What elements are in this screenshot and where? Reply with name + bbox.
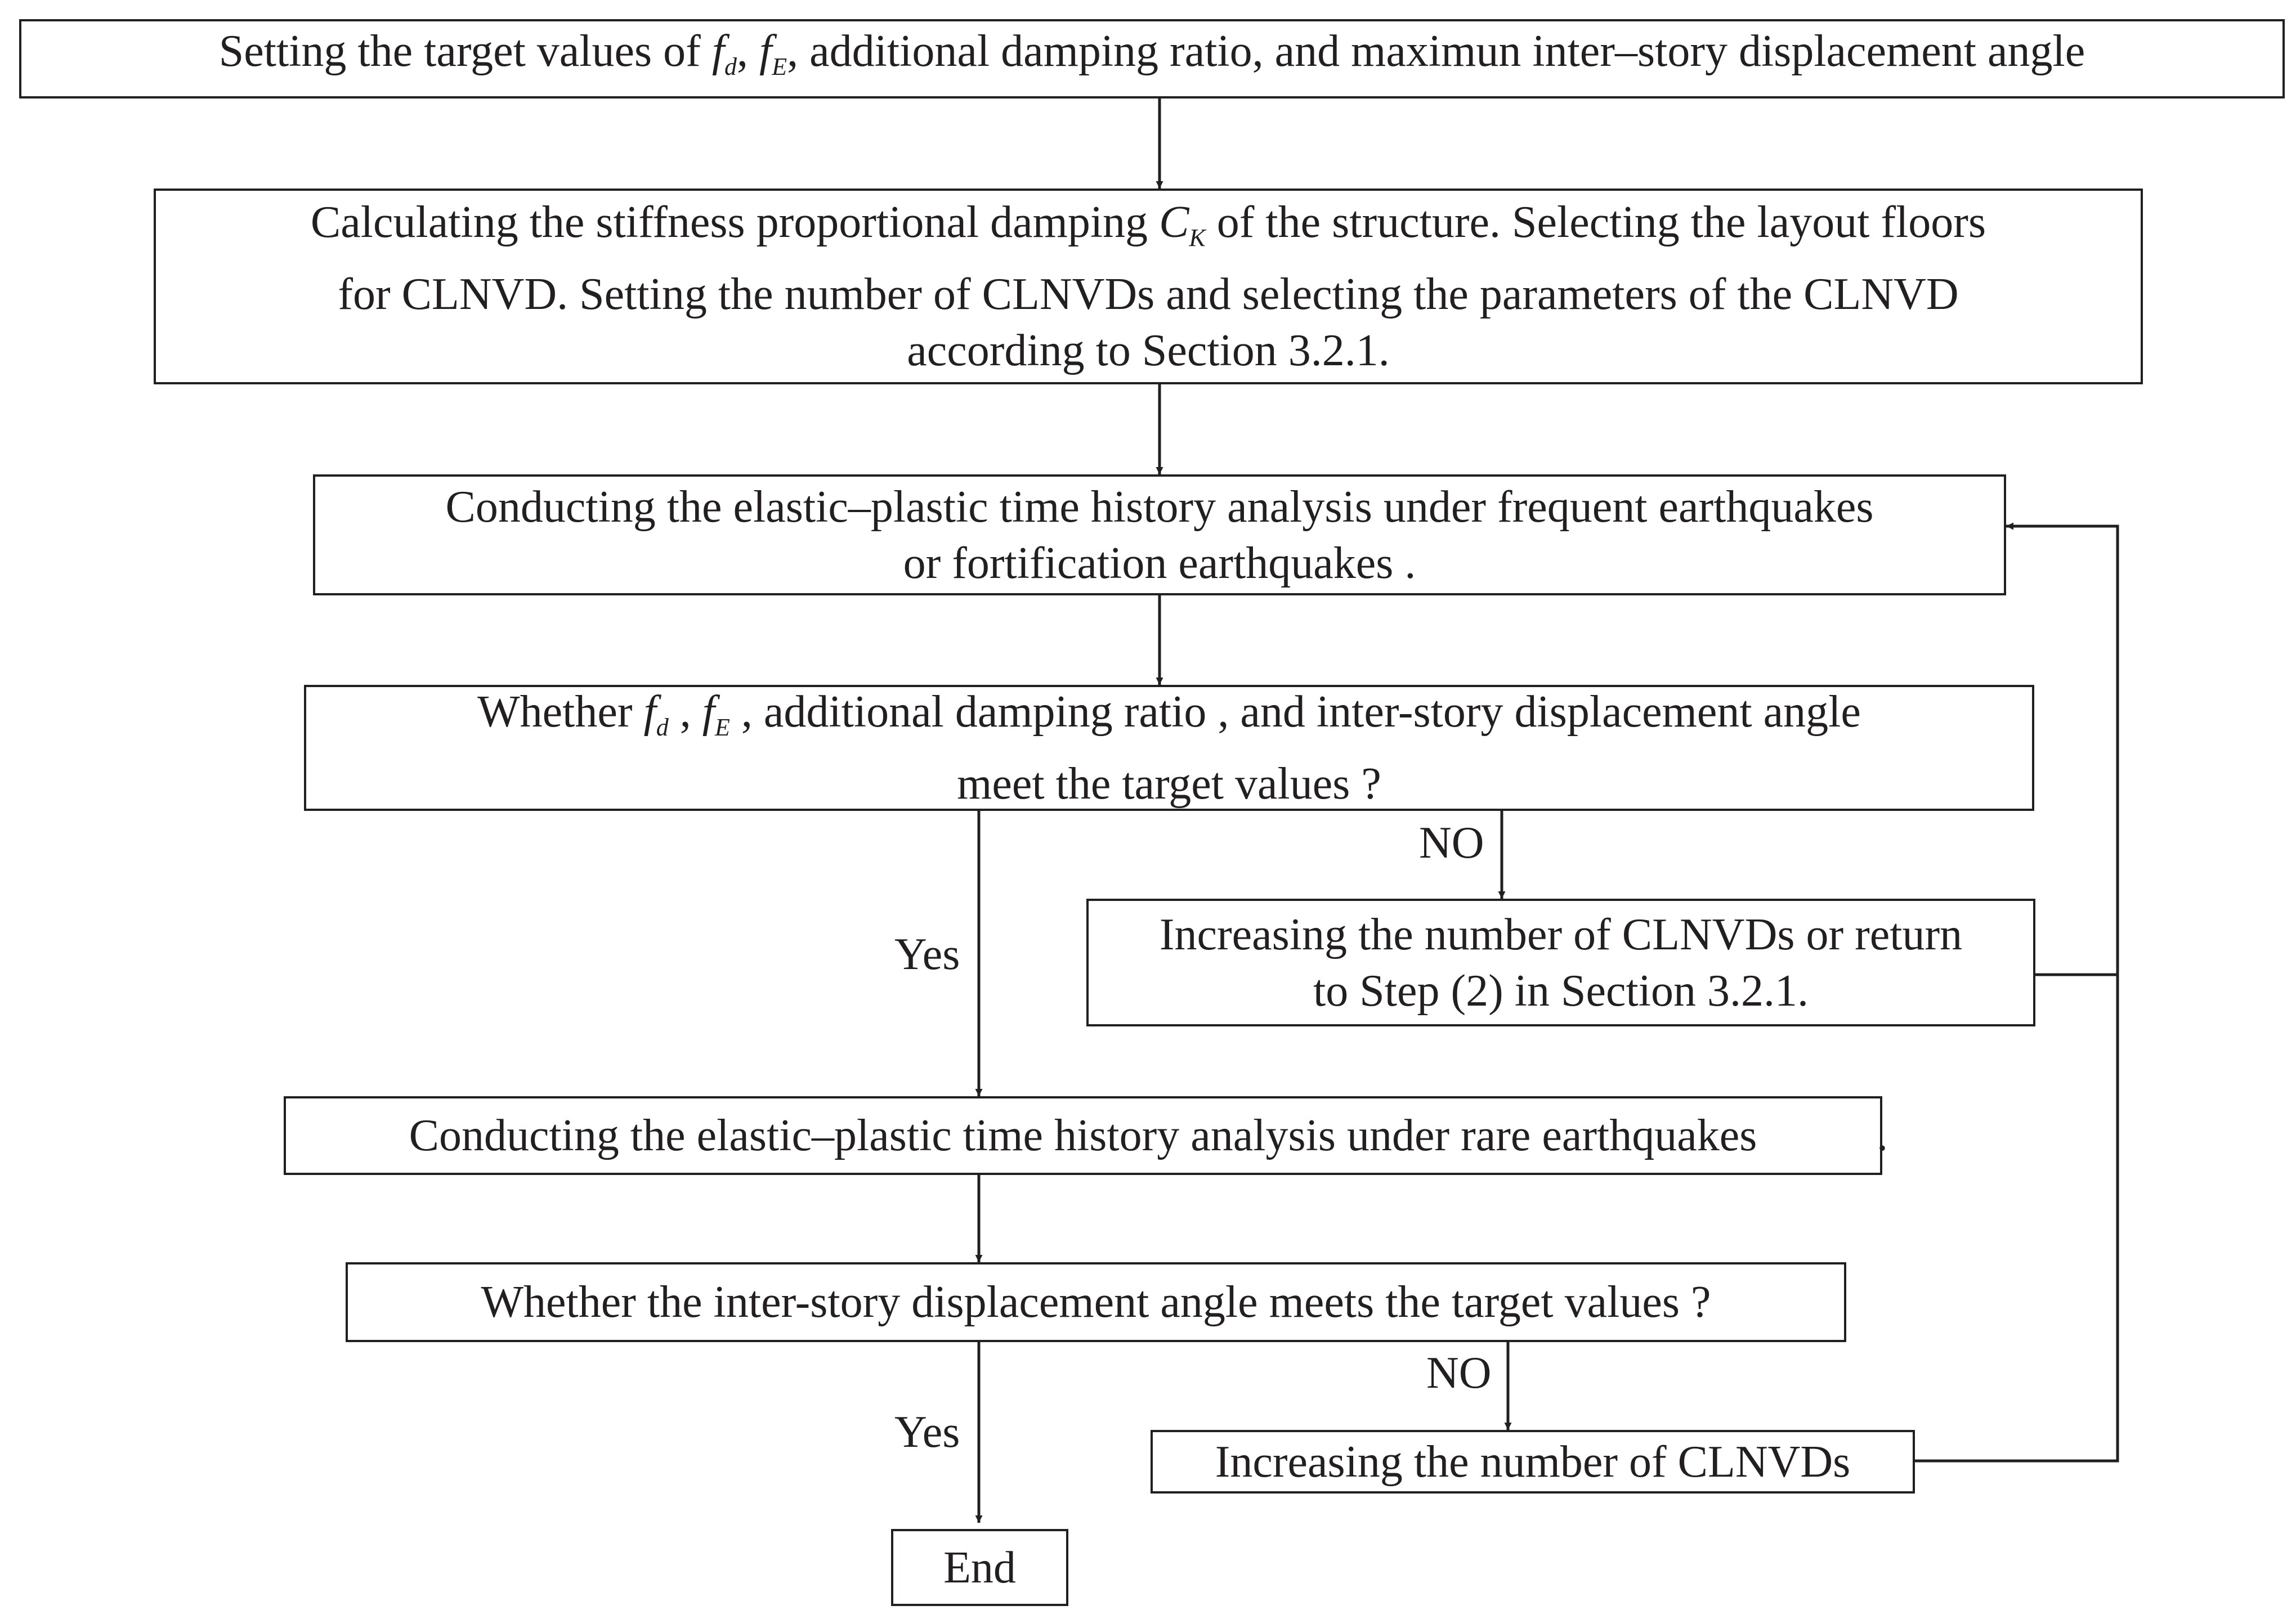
box-calculate-damping: Calculating the stiffness proportional d… bbox=[154, 189, 2143, 384]
box-calculate-damping-line2: for CLNVD. Setting the number of CLNVDs … bbox=[338, 270, 1959, 319]
box-frequent-analysis: Conducting the elastic–plastic time hist… bbox=[313, 474, 2006, 595]
label-yes-1: Yes bbox=[894, 930, 960, 979]
label-yes-2: Yes bbox=[894, 1407, 960, 1457]
symbol-fd: fd bbox=[643, 687, 669, 741]
symbol-fd: fd bbox=[711, 26, 737, 80]
stray-period: . bbox=[1877, 1111, 1888, 1160]
box-check-targets: Whether fd , fE , additional damping rat… bbox=[304, 685, 2034, 811]
box-rare-analysis: Conducting the elastic–plastic time hist… bbox=[284, 1096, 1882, 1175]
label-no-1: NO bbox=[1419, 818, 1484, 868]
box-calculate-damping-line3: according to Section 3.2.1. bbox=[907, 326, 1390, 375]
symbol-ck: CK bbox=[1159, 198, 1206, 252]
box-frequent-analysis-line2: or fortification earthquakes . bbox=[903, 538, 1416, 588]
box-check-displacement-text: Whether the inter-story displacement ang… bbox=[481, 1277, 1711, 1327]
box-increase-clnvds-or-return: Increasing the number of CLNVDs or retur… bbox=[1086, 899, 2035, 1026]
box-set-targets: Setting the target values of fd, fE, add… bbox=[19, 19, 2285, 98]
symbol-fe: fE bbox=[702, 687, 730, 741]
box-end-text: End bbox=[943, 1542, 1016, 1593]
box-check-targets-line2: meet the target values ? bbox=[957, 759, 1381, 809]
box-frequent-analysis-line1: Conducting the elastic–plastic time hist… bbox=[445, 482, 1874, 532]
loop-increase2-to-frequent bbox=[1915, 975, 2119, 1463]
box-calculate-damping-line1: Calculating the stiffness proportional d… bbox=[310, 198, 1986, 252]
label-no-2: NO bbox=[1426, 1348, 1492, 1398]
symbol-fe: fE bbox=[759, 26, 787, 80]
box-rare-analysis-text: Conducting the elastic–plastic time hist… bbox=[409, 1111, 1757, 1160]
box-check-targets-line1: Whether fd , fE , additional damping rat… bbox=[477, 687, 1861, 741]
box-set-targets-text: Setting the target values of fd, fE, add… bbox=[218, 26, 2085, 80]
box-check-displacement: Whether the inter-story displacement ang… bbox=[346, 1262, 1846, 1342]
box-increase-clnvds-or-return-line1: Increasing the number of CLNVDs or retur… bbox=[1159, 909, 1963, 959]
box-end: End bbox=[891, 1529, 1068, 1606]
box-increase-clnvds: Increasing the number of CLNVDs bbox=[1151, 1430, 1915, 1494]
loop-increase1-to-frequent bbox=[2006, 522, 2119, 976]
box-increase-clnvds-or-return-line2: to Step (2) in Section 3.2.1. bbox=[1313, 966, 1809, 1016]
box-increase-clnvds-text: Increasing the number of CLNVDs bbox=[1215, 1437, 1851, 1487]
